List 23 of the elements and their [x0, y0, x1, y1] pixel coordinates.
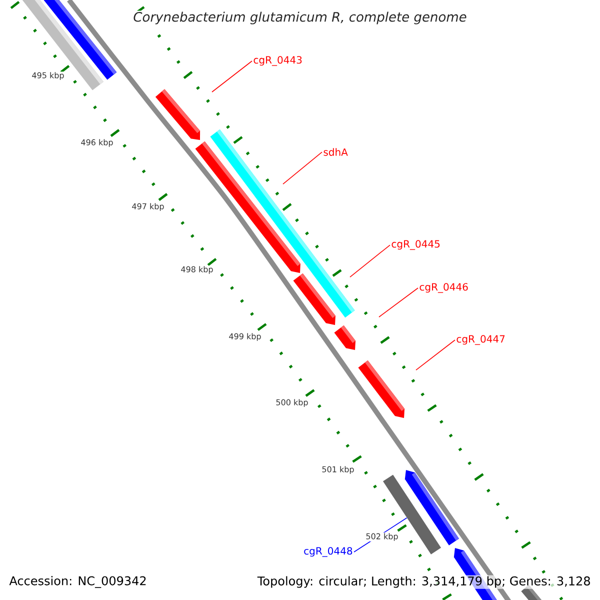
- leader-line: [416, 340, 456, 370]
- tick-label: 500 kbp: [275, 398, 309, 408]
- tick-label: 497 kbp: [131, 202, 165, 212]
- leader-line: [350, 244, 390, 278]
- tick-label: 498 kbp: [180, 266, 214, 274]
- gene-label: cgR_0445: [392, 240, 440, 250]
- tick-label: 502 kbp: [365, 532, 399, 542]
- accession-text: Accession: NC_009342: [9, 576, 146, 588]
- gene-arrow: [382, 474, 442, 554]
- leader-line: [378, 288, 418, 318]
- title: Corynebacterium glutamicum R, complete genome: [132, 10, 468, 26]
- gene-label: cgR_0446: [420, 283, 468, 293]
- tick-label: 496 kbp: [80, 138, 114, 148]
- leader-line: [212, 60, 252, 92]
- gene-label: cgR_0447: [456, 335, 505, 345]
- gene-label: cgR_0443: [254, 56, 302, 66]
- gene-label: sdhA: [324, 148, 348, 156]
- genome-stats-text: Topology: circular; Length: 3,314,179 bp; Genes: 3,128: [256, 575, 592, 589]
- tick-label: 501 kbp: [321, 466, 355, 474]
- leader-line: [282, 152, 322, 184]
- tick-label: 495 kbp: [31, 72, 65, 80]
- tick-label: 499 kbp: [228, 332, 262, 342]
- gene-label: cgR_0448: [304, 547, 352, 557]
